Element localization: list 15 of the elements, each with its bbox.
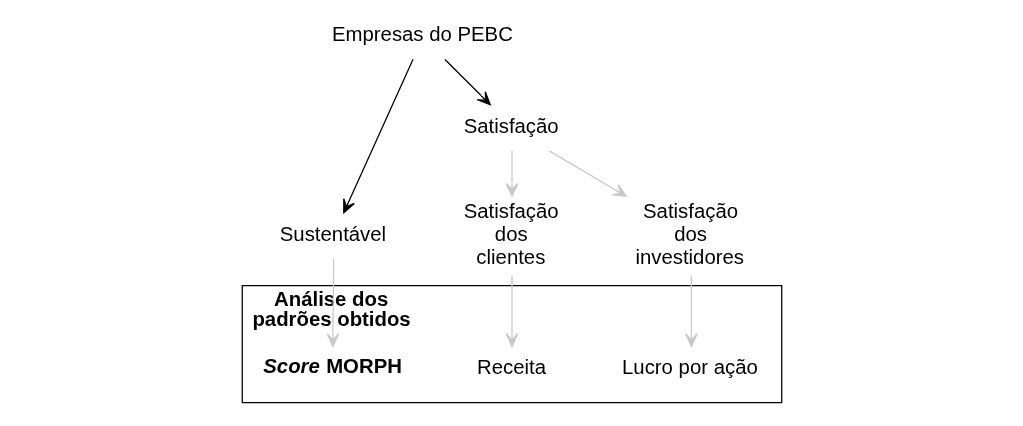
arrow [326,258,339,348]
arrow [505,274,518,348]
arrow [342,58,414,214]
node-text: Satisfação [463,114,559,137]
arrow [505,150,518,197]
node-text: Satisfação dos clientes [463,199,559,268]
node-text: Score MORPH [262,355,402,378]
node-text: Sustentável [279,222,386,245]
node-text: Satisfação dos investidores [634,199,744,268]
arrow [443,58,491,106]
arrow [548,150,627,197]
node-text: Empresas do PEBC [331,22,513,45]
node-text: Lucro por ação [621,356,758,379]
node-text: Receita [476,356,546,379]
arrow [684,274,698,348]
